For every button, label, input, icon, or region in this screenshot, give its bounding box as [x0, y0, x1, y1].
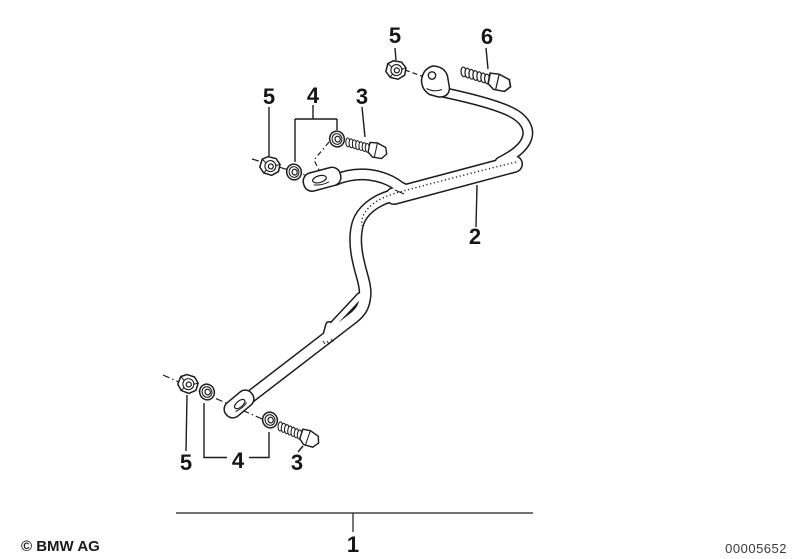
bottom-tab-slot: [233, 398, 246, 410]
leader-4-middle: [294, 105, 338, 162]
hex-bolt-bottom: [273, 417, 323, 451]
leader-4-bottom: [203, 403, 270, 459]
leader-2: [475, 184, 478, 228]
carrier-tube-cores: [245, 87, 532, 402]
leader-3-middle: [361, 106, 366, 138]
fasteners: [175, 58, 514, 451]
callout-6: 6: [480, 24, 494, 49]
fiche-image-number: 00005652: [725, 541, 787, 556]
hex-bolt-top: [456, 61, 514, 95]
leader-3-bottom: [297, 445, 304, 453]
washer-middle-right: [327, 128, 347, 150]
washer-middle-left: [284, 161, 304, 183]
middle-tab-slot: [312, 174, 327, 184]
bottom-mounting-tab: [223, 389, 255, 419]
washer-bottom-right: [259, 409, 281, 431]
carrier-tube-outlines: [243, 85, 534, 404]
callout-1: 1: [346, 532, 360, 557]
axis-middle-bolt: [313, 141, 330, 175]
hex-bolt-middle: [341, 133, 390, 162]
copyright-notice: © BMW AG: [21, 538, 100, 555]
top-mounting-tab: [420, 65, 451, 98]
middle-mounting-tab: [302, 166, 342, 192]
hex-nut-middle: [257, 154, 283, 178]
callout-3-middle: 3: [355, 84, 369, 109]
leader-lines: [176, 47, 533, 532]
callout-5-middle: 5: [262, 84, 276, 109]
hex-nut-top: [384, 58, 408, 82]
callout-3-bottom: 3: [290, 450, 304, 475]
stay-end-ticks: [322, 338, 334, 345]
main-bar-hatch-texture: [361, 161, 517, 227]
weld-seam: [394, 189, 405, 195]
callout-4-middle: 4: [306, 83, 320, 108]
leader-6: [485, 47, 489, 70]
hex-nut-bottom: [175, 371, 201, 397]
top-tab-hole: [427, 71, 437, 80]
washer-bottom-left: [196, 381, 218, 403]
callout-4-bottom: 4: [231, 448, 245, 473]
leader-5-top: [394, 47, 397, 61]
leader-1-set-line: [176, 512, 533, 532]
leader-5-bottom: [185, 394, 188, 452]
callout-2: 2: [468, 224, 482, 249]
callout-5-bottom: 5: [179, 450, 193, 475]
callout-5-top: 5: [388, 23, 402, 48]
